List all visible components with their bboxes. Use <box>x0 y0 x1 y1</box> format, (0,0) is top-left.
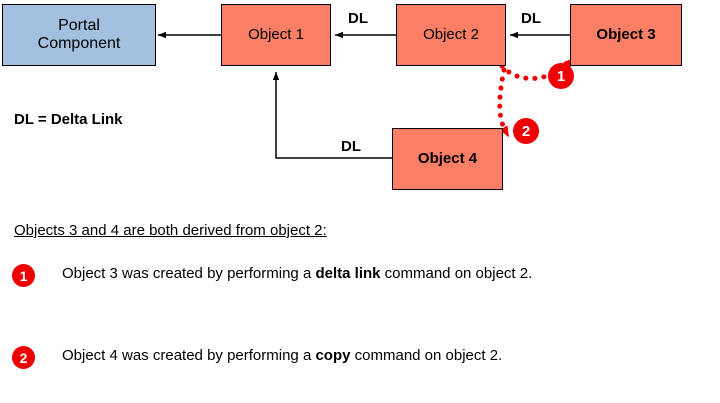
node-portal-component[interactable]: Portal Component <box>2 4 156 66</box>
node-object-1[interactable]: Object 1 <box>221 4 331 66</box>
portal-label-line1: Portal <box>58 17 100 35</box>
note-badge-1: 1 <box>12 264 35 287</box>
edge-label-dl-object2-object1: DL <box>348 10 368 27</box>
note-item-1-emphasis: delta link <box>315 265 381 282</box>
node-object-2[interactable]: Object 2 <box>396 4 506 66</box>
note-item-1-prefix: Object 3 was created by performing a <box>62 265 316 282</box>
note-item-2-prefix: Object 4 was created by performing a <box>62 347 316 364</box>
node-object-3[interactable]: Object 3 <box>570 4 682 66</box>
diagram-badge-1: 1 <box>548 63 574 89</box>
edge-object4-to-object1 <box>272 72 392 159</box>
portal-label-line2: Component <box>37 35 121 52</box>
note-item-2-suffix: command on object 2. <box>350 347 503 364</box>
edge-label-dl-object3-object2: DL <box>521 10 541 27</box>
note-item-1-text: Object 3 was created by performing a del… <box>62 263 662 285</box>
note-item-2-text: Object 4 was created by performing a cop… <box>62 345 682 367</box>
legend-delta-link: DL = Delta Link <box>14 111 123 128</box>
note-item-2: Object 4 was created by performing a cop… <box>62 345 682 367</box>
node-portal-component-label: Portal Component <box>38 17 121 53</box>
dotted-arrow-delta-link <box>499 57 575 81</box>
note-item-1: Object 3 was created by performing a del… <box>62 263 662 285</box>
node-object-3-label: Object 3 <box>596 25 656 43</box>
edge-label-dl-object4-object1: DL <box>341 138 361 155</box>
node-object-2-label: Object 2 <box>423 25 479 43</box>
note-item-1-suffix: command on object 2. <box>380 265 533 282</box>
diagram-badge-2: 2 <box>513 118 539 144</box>
notes-heading: Objects 3 and 4 are both derived from ob… <box>14 222 327 239</box>
dotted-arrow-copy <box>497 67 509 138</box>
node-object-1-label: Object 1 <box>248 25 304 43</box>
node-object-4[interactable]: Object 4 <box>392 128 503 190</box>
note-item-2-emphasis: copy <box>315 347 351 364</box>
note-badge-2: 2 <box>12 346 35 369</box>
node-object-4-label: Object 4 <box>417 149 478 167</box>
